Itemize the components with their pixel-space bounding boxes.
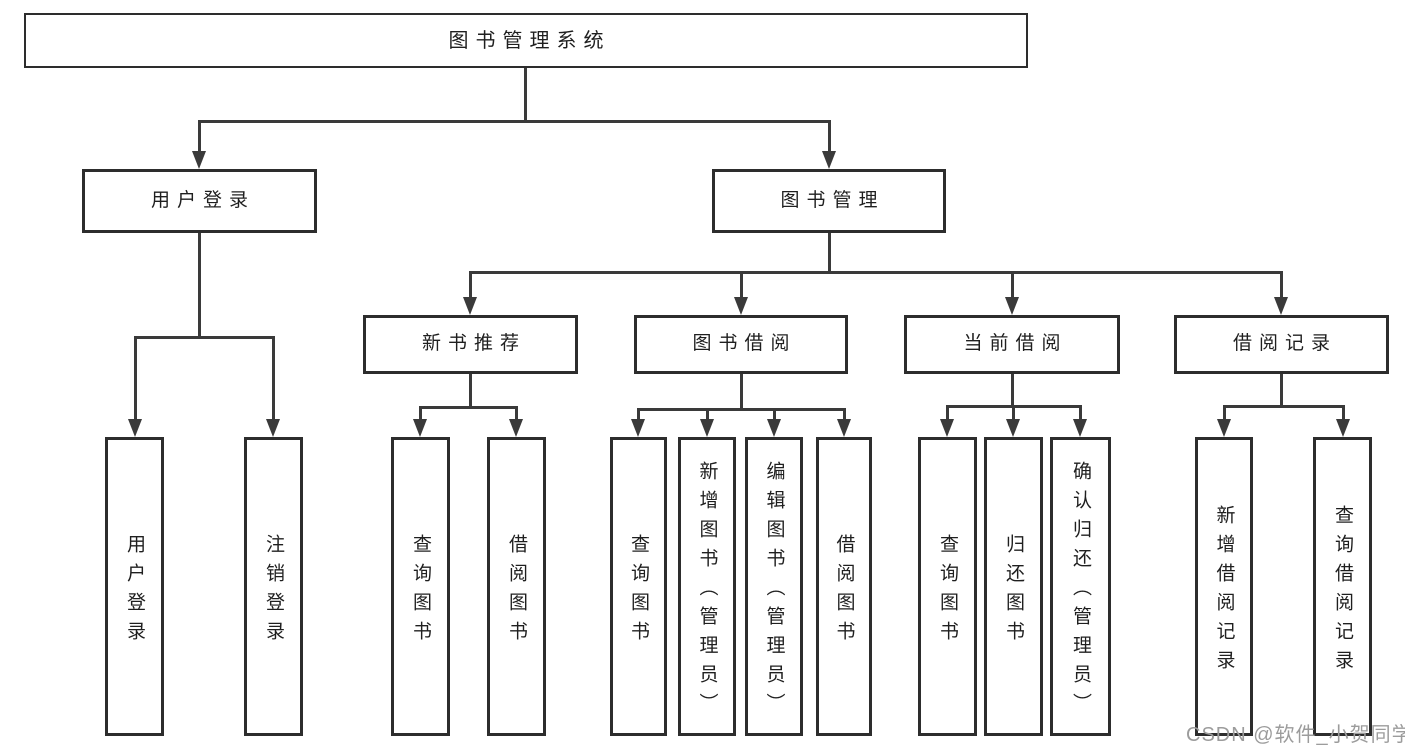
connector-line xyxy=(419,406,422,421)
leaf-label: 借阅图书 xyxy=(833,533,855,650)
connector-line xyxy=(198,233,201,339)
connector-line xyxy=(1342,405,1345,421)
node-borrow-records: 借阅记录 xyxy=(1174,315,1389,374)
connector-line xyxy=(515,406,518,421)
connector-line xyxy=(1223,405,1345,408)
leaf-query-borrow-record: 查询借阅记录 xyxy=(1313,437,1372,736)
connector-line xyxy=(1011,374,1014,407)
connector-line xyxy=(469,271,472,299)
arrowhead-down-icon xyxy=(192,151,206,169)
arrowhead-down-icon xyxy=(631,419,645,437)
leaf-return-books: 归还图书 xyxy=(984,437,1043,736)
leaf-label: 新增图书（管理员） xyxy=(696,461,718,722)
arrowhead-down-icon xyxy=(1006,419,1020,437)
arrowhead-down-icon xyxy=(734,297,748,315)
connector-line xyxy=(198,120,830,123)
connector-line xyxy=(740,374,743,410)
arrowhead-down-icon xyxy=(266,419,280,437)
arrowhead-down-icon xyxy=(1274,297,1288,315)
connector-line xyxy=(419,406,518,409)
connector-line xyxy=(637,408,640,421)
arrowhead-down-icon xyxy=(1217,419,1231,437)
connector-line xyxy=(706,408,709,421)
watermark: CSDN @软件_小贺同学 xyxy=(1186,724,1405,746)
connector-line xyxy=(134,336,137,420)
leaf-add-books-admin: 新增图书（管理员） xyxy=(678,437,736,736)
leaf-label: 注销登录 xyxy=(263,533,284,650)
arrowhead-down-icon xyxy=(1005,297,1019,315)
node-root: 图书管理系统 xyxy=(24,13,1028,68)
leaf-user-login: 用户登录 xyxy=(105,437,164,736)
arrowhead-down-icon xyxy=(767,419,781,437)
leaf-label: 查询借阅记录 xyxy=(1332,504,1353,679)
connector-line xyxy=(469,271,1282,274)
connector-line xyxy=(1280,271,1283,299)
connector-line xyxy=(1223,405,1226,421)
arrowhead-down-icon xyxy=(940,419,954,437)
leaf-query-books-borrow: 查询图书 xyxy=(610,437,667,736)
arrowhead-down-icon xyxy=(413,419,427,437)
arrowhead-down-icon xyxy=(463,297,477,315)
node-label: 图书借阅 xyxy=(692,333,797,355)
connector-line xyxy=(828,120,831,153)
arrowhead-down-icon xyxy=(837,419,851,437)
leaf-edit-books-admin: 编辑图书（管理员） xyxy=(745,437,803,736)
leaf-label: 查询图书 xyxy=(937,533,958,650)
leaf-label: 确认归还（管理员） xyxy=(1070,461,1091,722)
connector-line xyxy=(946,405,949,421)
leaf-borrow-books-recommend: 借阅图书 xyxy=(487,437,546,736)
arrowhead-down-icon xyxy=(1073,419,1087,437)
connector-line xyxy=(1012,405,1015,421)
connector-line xyxy=(134,336,275,339)
connector-line xyxy=(198,120,201,153)
connector-line xyxy=(740,271,743,299)
arrowhead-down-icon xyxy=(509,419,523,437)
arrowhead-down-icon xyxy=(822,151,836,169)
node-label: 图书管理系统 xyxy=(448,29,611,52)
leaf-label: 新增借阅记录 xyxy=(1213,504,1235,679)
leaf-label: 用户登录 xyxy=(124,533,145,650)
connector-line xyxy=(272,336,275,420)
connector-line xyxy=(1079,405,1082,421)
leaf-label: 编辑图书（管理员） xyxy=(763,461,785,722)
node-book-borrow: 图书借阅 xyxy=(634,315,848,374)
node-label: 图书管理 xyxy=(780,189,885,211)
leaf-logout: 注销登录 xyxy=(244,437,303,736)
leaf-label: 借阅图书 xyxy=(506,533,527,650)
arrowhead-down-icon xyxy=(128,419,142,437)
leaf-query-books-current: 查询图书 xyxy=(918,437,977,736)
arrowhead-down-icon xyxy=(1336,419,1350,437)
leaf-confirm-return-admin: 确认归还（管理员） xyxy=(1050,437,1111,736)
node-user-login: 用户登录 xyxy=(82,169,317,233)
leaf-add-borrow-record: 新增借阅记录 xyxy=(1195,437,1253,736)
arrowhead-down-icon xyxy=(700,419,714,437)
connector-line xyxy=(828,233,831,274)
connector-line xyxy=(843,408,846,421)
leaf-label: 查询图书 xyxy=(628,533,649,650)
connector-line xyxy=(1011,271,1014,299)
node-book-management: 图书管理 xyxy=(712,169,946,233)
leaf-query-books-recommend: 查询图书 xyxy=(391,437,450,736)
leaf-borrow-books-borrow: 借阅图书 xyxy=(816,437,872,736)
leaf-label: 归还图书 xyxy=(1003,533,1024,650)
leaf-label: 查询图书 xyxy=(410,533,431,650)
connector-line xyxy=(637,408,845,411)
node-label: 借阅记录 xyxy=(1232,333,1337,355)
connector-line xyxy=(773,408,776,421)
node-label: 用户登录 xyxy=(150,189,255,211)
node-current-borrow: 当前借阅 xyxy=(904,315,1120,374)
connector-line xyxy=(524,68,527,120)
node-label: 新书推荐 xyxy=(421,333,526,355)
node-new-book-recommend: 新书推荐 xyxy=(363,315,578,374)
connector-line xyxy=(469,374,472,408)
connector-line xyxy=(1280,374,1283,407)
node-label: 当前借阅 xyxy=(963,333,1068,355)
